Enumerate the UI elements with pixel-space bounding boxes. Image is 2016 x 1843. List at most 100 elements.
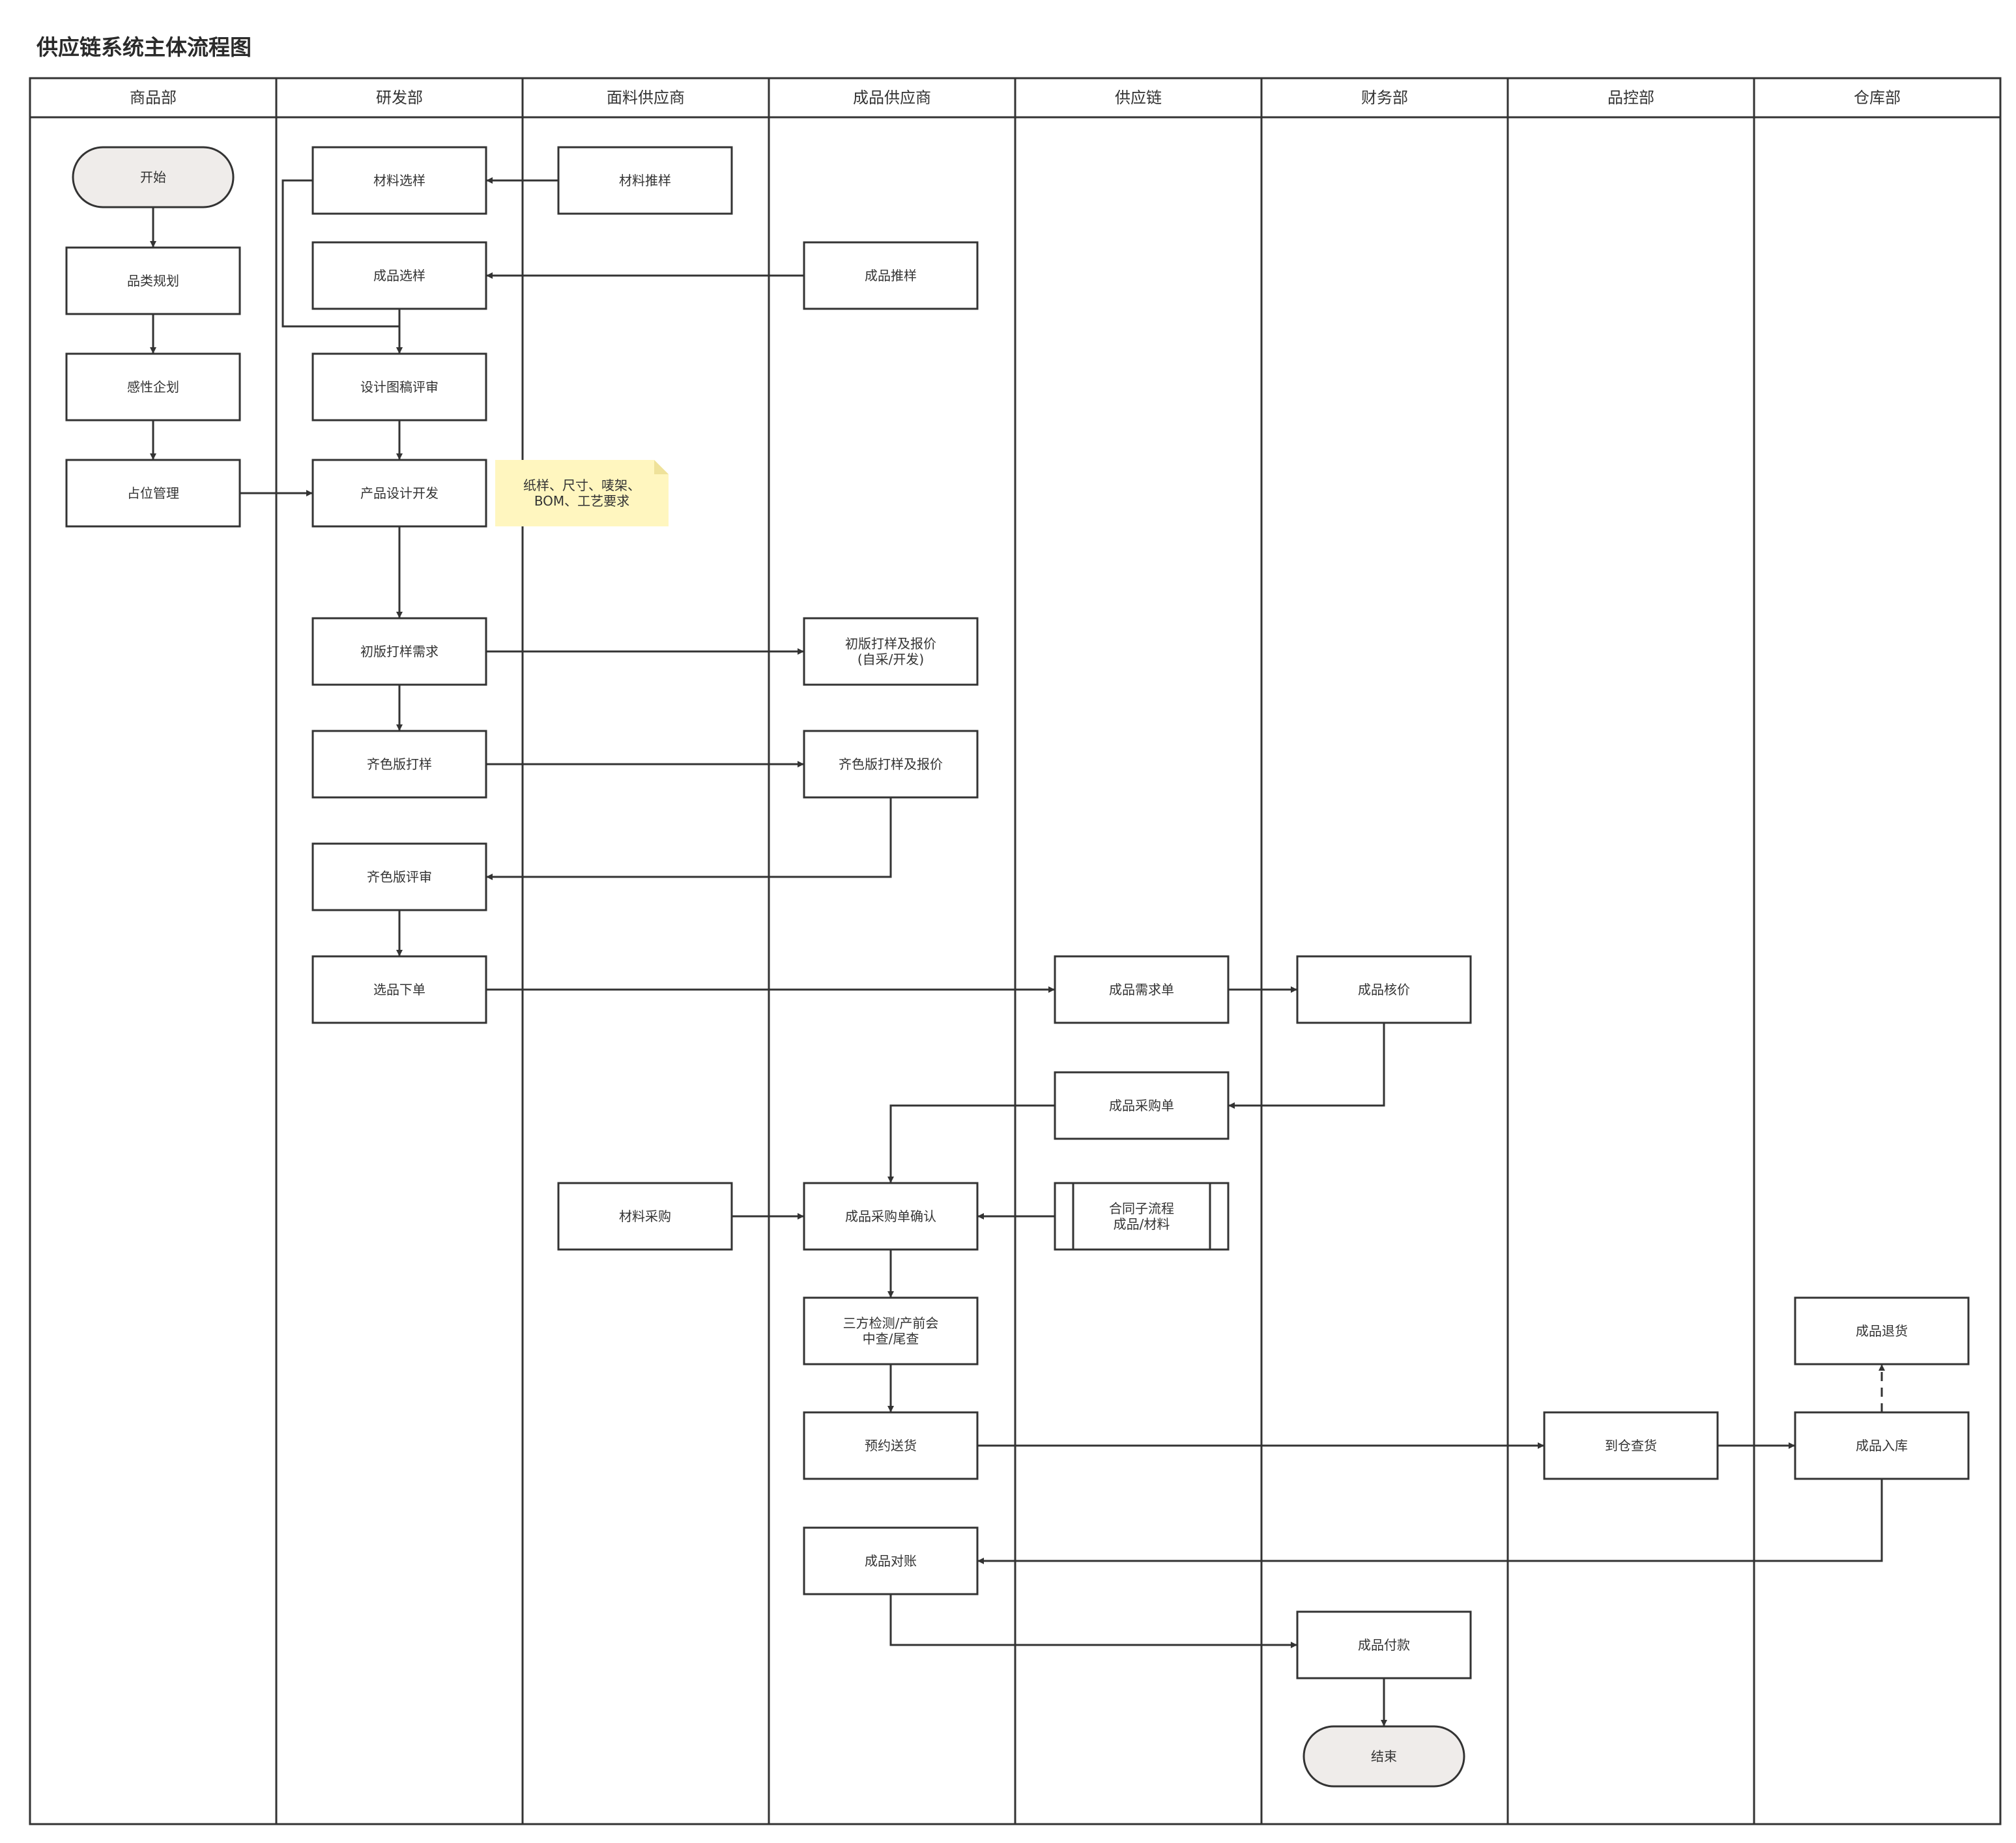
- node-label: 感性企划: [127, 379, 179, 395]
- node-warehousing[interactable]: 成品入库: [1794, 1411, 1970, 1480]
- process-box: [311, 955, 487, 1024]
- process-box: [803, 1296, 979, 1365]
- node-first-sample-quote[interactable]: 初版打样及报价(自采/开发): [803, 617, 979, 686]
- node-product-recommend[interactable]: 成品推样: [803, 241, 979, 310]
- node-label: 成品对账: [865, 1553, 917, 1569]
- node-material-recommend[interactable]: 材料推样: [557, 146, 733, 215]
- node-label: 设计图稿评审: [360, 379, 439, 395]
- node-label: 占位管理: [127, 485, 179, 501]
- node-label: 中查/尾查: [863, 1331, 919, 1347]
- process-box: [1054, 1071, 1230, 1140]
- process-box: [557, 146, 733, 215]
- node-costing[interactable]: 成品核价: [1296, 955, 1472, 1024]
- node-product-design[interactable]: 产品设计开发: [311, 459, 487, 528]
- process-box: [311, 617, 487, 686]
- node-label: 成品入库: [1856, 1438, 1908, 1453]
- node-po-confirm[interactable]: 成品采购单确认: [803, 1182, 979, 1251]
- node-label: 材料选样: [373, 173, 425, 188]
- node-slot-management[interactable]: 占位管理: [65, 459, 241, 528]
- node-material-purchase[interactable]: 材料采购: [557, 1182, 733, 1251]
- node-label: 初版打样及报价: [845, 636, 936, 651]
- process-box: [557, 1182, 733, 1251]
- node-color-review[interactable]: 齐色版评审: [311, 842, 487, 911]
- process-box: [803, 617, 979, 686]
- node-category-planning[interactable]: 品类规划: [65, 246, 241, 315]
- node-material-selection[interactable]: 材料选样: [311, 146, 487, 215]
- node-label: 成品退货: [1856, 1323, 1908, 1339]
- node-perceptual-planning[interactable]: 感性企划: [65, 352, 241, 421]
- node-goods-return[interactable]: 成品退货: [1794, 1296, 1970, 1365]
- lane-header-label: 研发部: [376, 89, 423, 107]
- node-label: 成品需求单: [1109, 982, 1174, 997]
- node-color-sample-quote[interactable]: 齐色版打样及报价: [803, 730, 979, 799]
- process-box: [1296, 1610, 1472, 1679]
- sticky-note: 纸样、尺寸、唛架、BOM、工艺要求: [495, 460, 669, 526]
- node-label: 开始: [140, 169, 166, 185]
- node-start[interactable]: 开始: [72, 146, 235, 208]
- process-box: [1054, 1182, 1230, 1251]
- process-box: [1296, 955, 1472, 1024]
- process-box: [311, 146, 487, 215]
- lane-header-label: 成品供应商: [853, 89, 931, 107]
- node-reconciliation[interactable]: 成品对账: [803, 1526, 979, 1595]
- process-box: [803, 241, 979, 310]
- lane-header-label: 仓库部: [1854, 89, 1901, 107]
- node-label: 结束: [1371, 1749, 1397, 1764]
- node-purchase-order[interactable]: 成品采购单: [1054, 1071, 1230, 1140]
- node-label: 合同子流程: [1109, 1201, 1174, 1216]
- process-box: [1543, 1411, 1719, 1480]
- node-label: 选品下单: [373, 982, 425, 997]
- note-body: [495, 460, 669, 526]
- terminal-shape: [72, 146, 235, 208]
- node-label: 成品付款: [1358, 1637, 1410, 1653]
- edge-warehousing-to-reconciliation: [977, 1479, 1883, 1564]
- process-box: [65, 352, 241, 421]
- node-label: 产品设计开发: [360, 485, 439, 501]
- node-design-review[interactable]: 设计图稿评审: [311, 352, 487, 421]
- node-label: 初版打样需求: [360, 644, 439, 659]
- node-label: 预约送货: [865, 1438, 917, 1453]
- note-fold: [654, 460, 669, 474]
- node-label: (自采/开发): [857, 651, 924, 667]
- process-box: [1054, 955, 1230, 1024]
- lane-header-label: 商品部: [130, 89, 177, 107]
- edge-costing-to-purchase-order: [1228, 1023, 1385, 1109]
- node-demand-order[interactable]: 成品需求单: [1054, 955, 1230, 1024]
- node-first-sample-request[interactable]: 初版打样需求: [311, 617, 487, 686]
- lane-header-label: 面料供应商: [607, 89, 685, 107]
- node-label: 到仓查货: [1605, 1438, 1657, 1453]
- process-box: [1794, 1296, 1970, 1365]
- process-box: [311, 459, 487, 528]
- node-delivery-booking[interactable]: 预约送货: [803, 1411, 979, 1480]
- node-label: 材料推样: [619, 173, 671, 188]
- node-label: 成品采购单: [1109, 1098, 1174, 1113]
- node-end[interactable]: 结束: [1303, 1725, 1465, 1788]
- lane-header-label: 财务部: [1361, 89, 1408, 107]
- node-warehouse-check[interactable]: 到仓查货: [1543, 1411, 1719, 1480]
- node-label: 齐色版评审: [367, 869, 432, 885]
- node-label: 成品选样: [373, 268, 425, 283]
- process-box: [803, 1182, 979, 1251]
- node-color-sample[interactable]: 齐色版打样: [311, 730, 487, 799]
- process-box: [65, 246, 241, 315]
- page-title: 供应链系统主体流程图: [36, 35, 252, 60]
- node-label: 齐色版打样: [367, 756, 432, 772]
- process-box: [803, 730, 979, 799]
- node-select-order[interactable]: 选品下单: [311, 955, 487, 1024]
- edge-purchase-order-to-po-confirm: [887, 1104, 1055, 1183]
- node-payment[interactable]: 成品付款: [1296, 1610, 1472, 1679]
- note-text: BOM、工艺要求: [534, 493, 629, 509]
- node-label: 三方检测/产前会: [843, 1315, 939, 1331]
- process-box: [1794, 1411, 1970, 1480]
- node-label: 成品核价: [1358, 982, 1410, 997]
- node-label: 品类规划: [127, 273, 179, 289]
- node-label: 齐色版打样及报价: [839, 756, 943, 772]
- node-label: 成品/材料: [1114, 1216, 1170, 1232]
- node-product-selection[interactable]: 成品选样: [311, 241, 487, 310]
- process-box: [311, 730, 487, 799]
- process-box: [803, 1526, 979, 1595]
- node-label: 材料采购: [619, 1208, 671, 1224]
